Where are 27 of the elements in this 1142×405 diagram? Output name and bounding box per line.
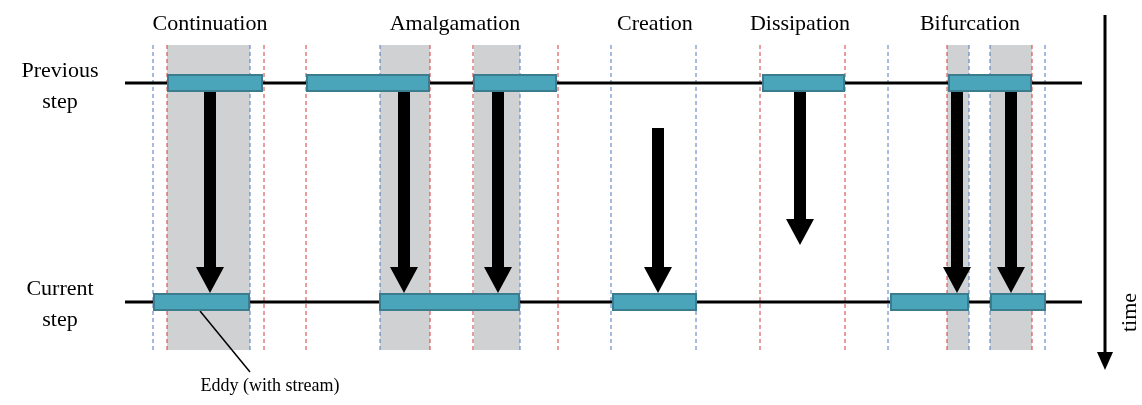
arrow [644,128,672,293]
column-title: Creation [616,9,694,37]
eddy-bar [890,293,969,311]
eddy-bar [948,74,1032,92]
arrow [484,92,512,293]
row-label: Current step [25,274,95,333]
eddy-bar [379,293,520,311]
arrow [997,92,1025,293]
column-title: Dissipation [748,9,852,37]
eddy-bar [612,293,697,311]
arrow [786,92,814,245]
column-title: Amalgamation [388,9,522,37]
axis-label: time [1114,291,1142,335]
eddy-bar [762,74,845,92]
column-title: Bifurcation [918,9,1022,37]
annotation-text: Eddy (with stream) [170,372,370,398]
arrow [390,92,418,293]
arrow [943,92,971,293]
arrow [196,92,224,293]
eddy-bar [167,74,263,92]
eddy-bar [306,74,430,92]
row-label: Previous step [20,56,100,115]
leader-line [199,310,251,373]
eddy-bar [473,74,557,92]
eddy-bar [990,293,1046,311]
eddy-bar [153,293,250,311]
column-title: Continuation [151,9,269,37]
